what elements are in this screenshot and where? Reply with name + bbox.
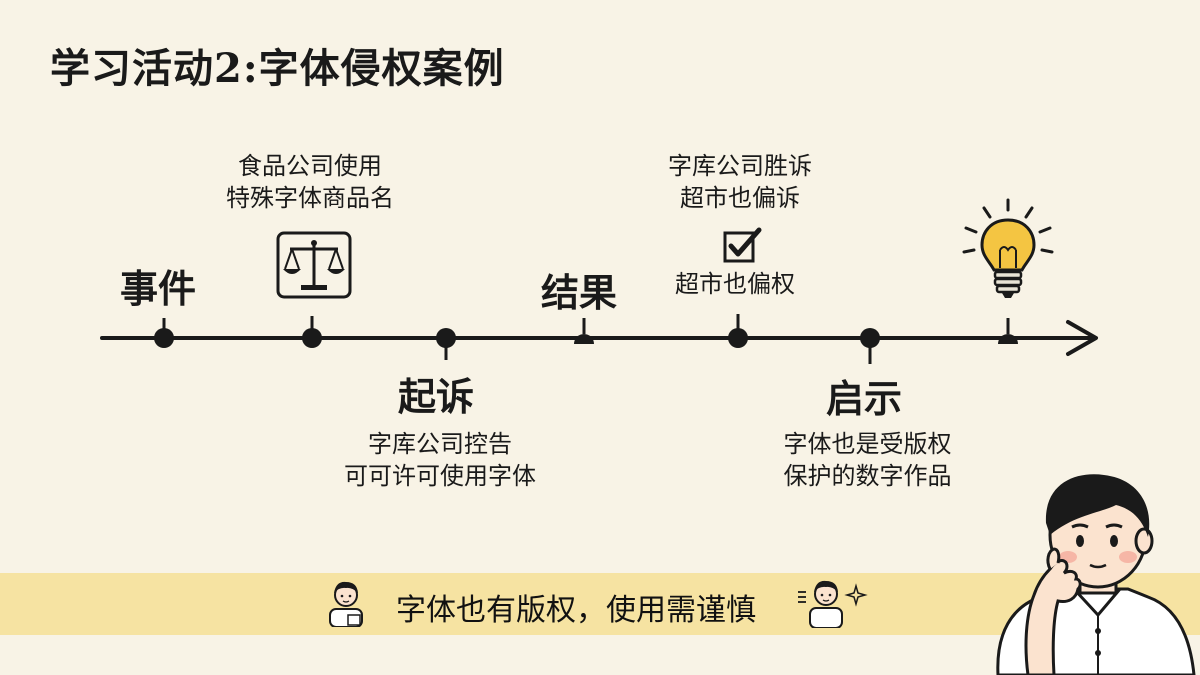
result-desc-line: 超市也偏诉	[680, 184, 800, 212]
summary-text: 字体也有版权，使用需谨慎	[396, 593, 756, 628]
lawsuit-description: 字库公司控告 可可许可使用字体	[325, 428, 555, 492]
person-icon	[329, 581, 363, 627]
result-description: 字库公司胜诉 超市也偏诉	[645, 150, 835, 214]
timeline-dot	[574, 318, 594, 344]
insight-desc-line: 字体也是受版权	[783, 430, 952, 458]
thinking-character	[996, 474, 1196, 675]
page-title: 学习活动2:字体侵权案例	[50, 45, 505, 92]
insight-desc-line: 保护的数字作品	[783, 462, 952, 490]
lawsuit-desc-line: 字库公司控告	[368, 430, 512, 458]
result-desc-line: 字库公司胜诉	[668, 152, 812, 180]
timeline-dot	[154, 318, 174, 348]
event-description: 食品公司使用 特殊字体商品名	[205, 150, 415, 214]
timeline-dot	[436, 328, 456, 360]
checkbox-icon	[723, 227, 762, 263]
timeline-dot	[998, 318, 1018, 344]
timeline-dot	[860, 328, 880, 364]
stage-lawsuit: 起诉	[398, 374, 475, 419]
stage-result: 结果	[541, 270, 618, 315]
event-desc-line: 特殊字体商品名	[226, 184, 394, 212]
result-description-extra: 超市也偏权	[675, 270, 795, 298]
lightbulb-icon	[962, 198, 1054, 298]
summary-banner	[0, 573, 1200, 635]
stage-event: 事件	[120, 266, 197, 311]
timeline-dot	[302, 316, 322, 348]
event-desc-line: 食品公司使用	[238, 152, 382, 180]
timeline-dot	[728, 314, 748, 348]
stage-insight: 启示	[826, 376, 903, 421]
scales-icon	[276, 231, 352, 299]
insight-description: 字体也是受版权 保护的数字作品	[760, 428, 975, 492]
thinking-person-icon	[798, 580, 868, 628]
lawsuit-desc-line: 可可许可使用字体	[344, 462, 536, 490]
